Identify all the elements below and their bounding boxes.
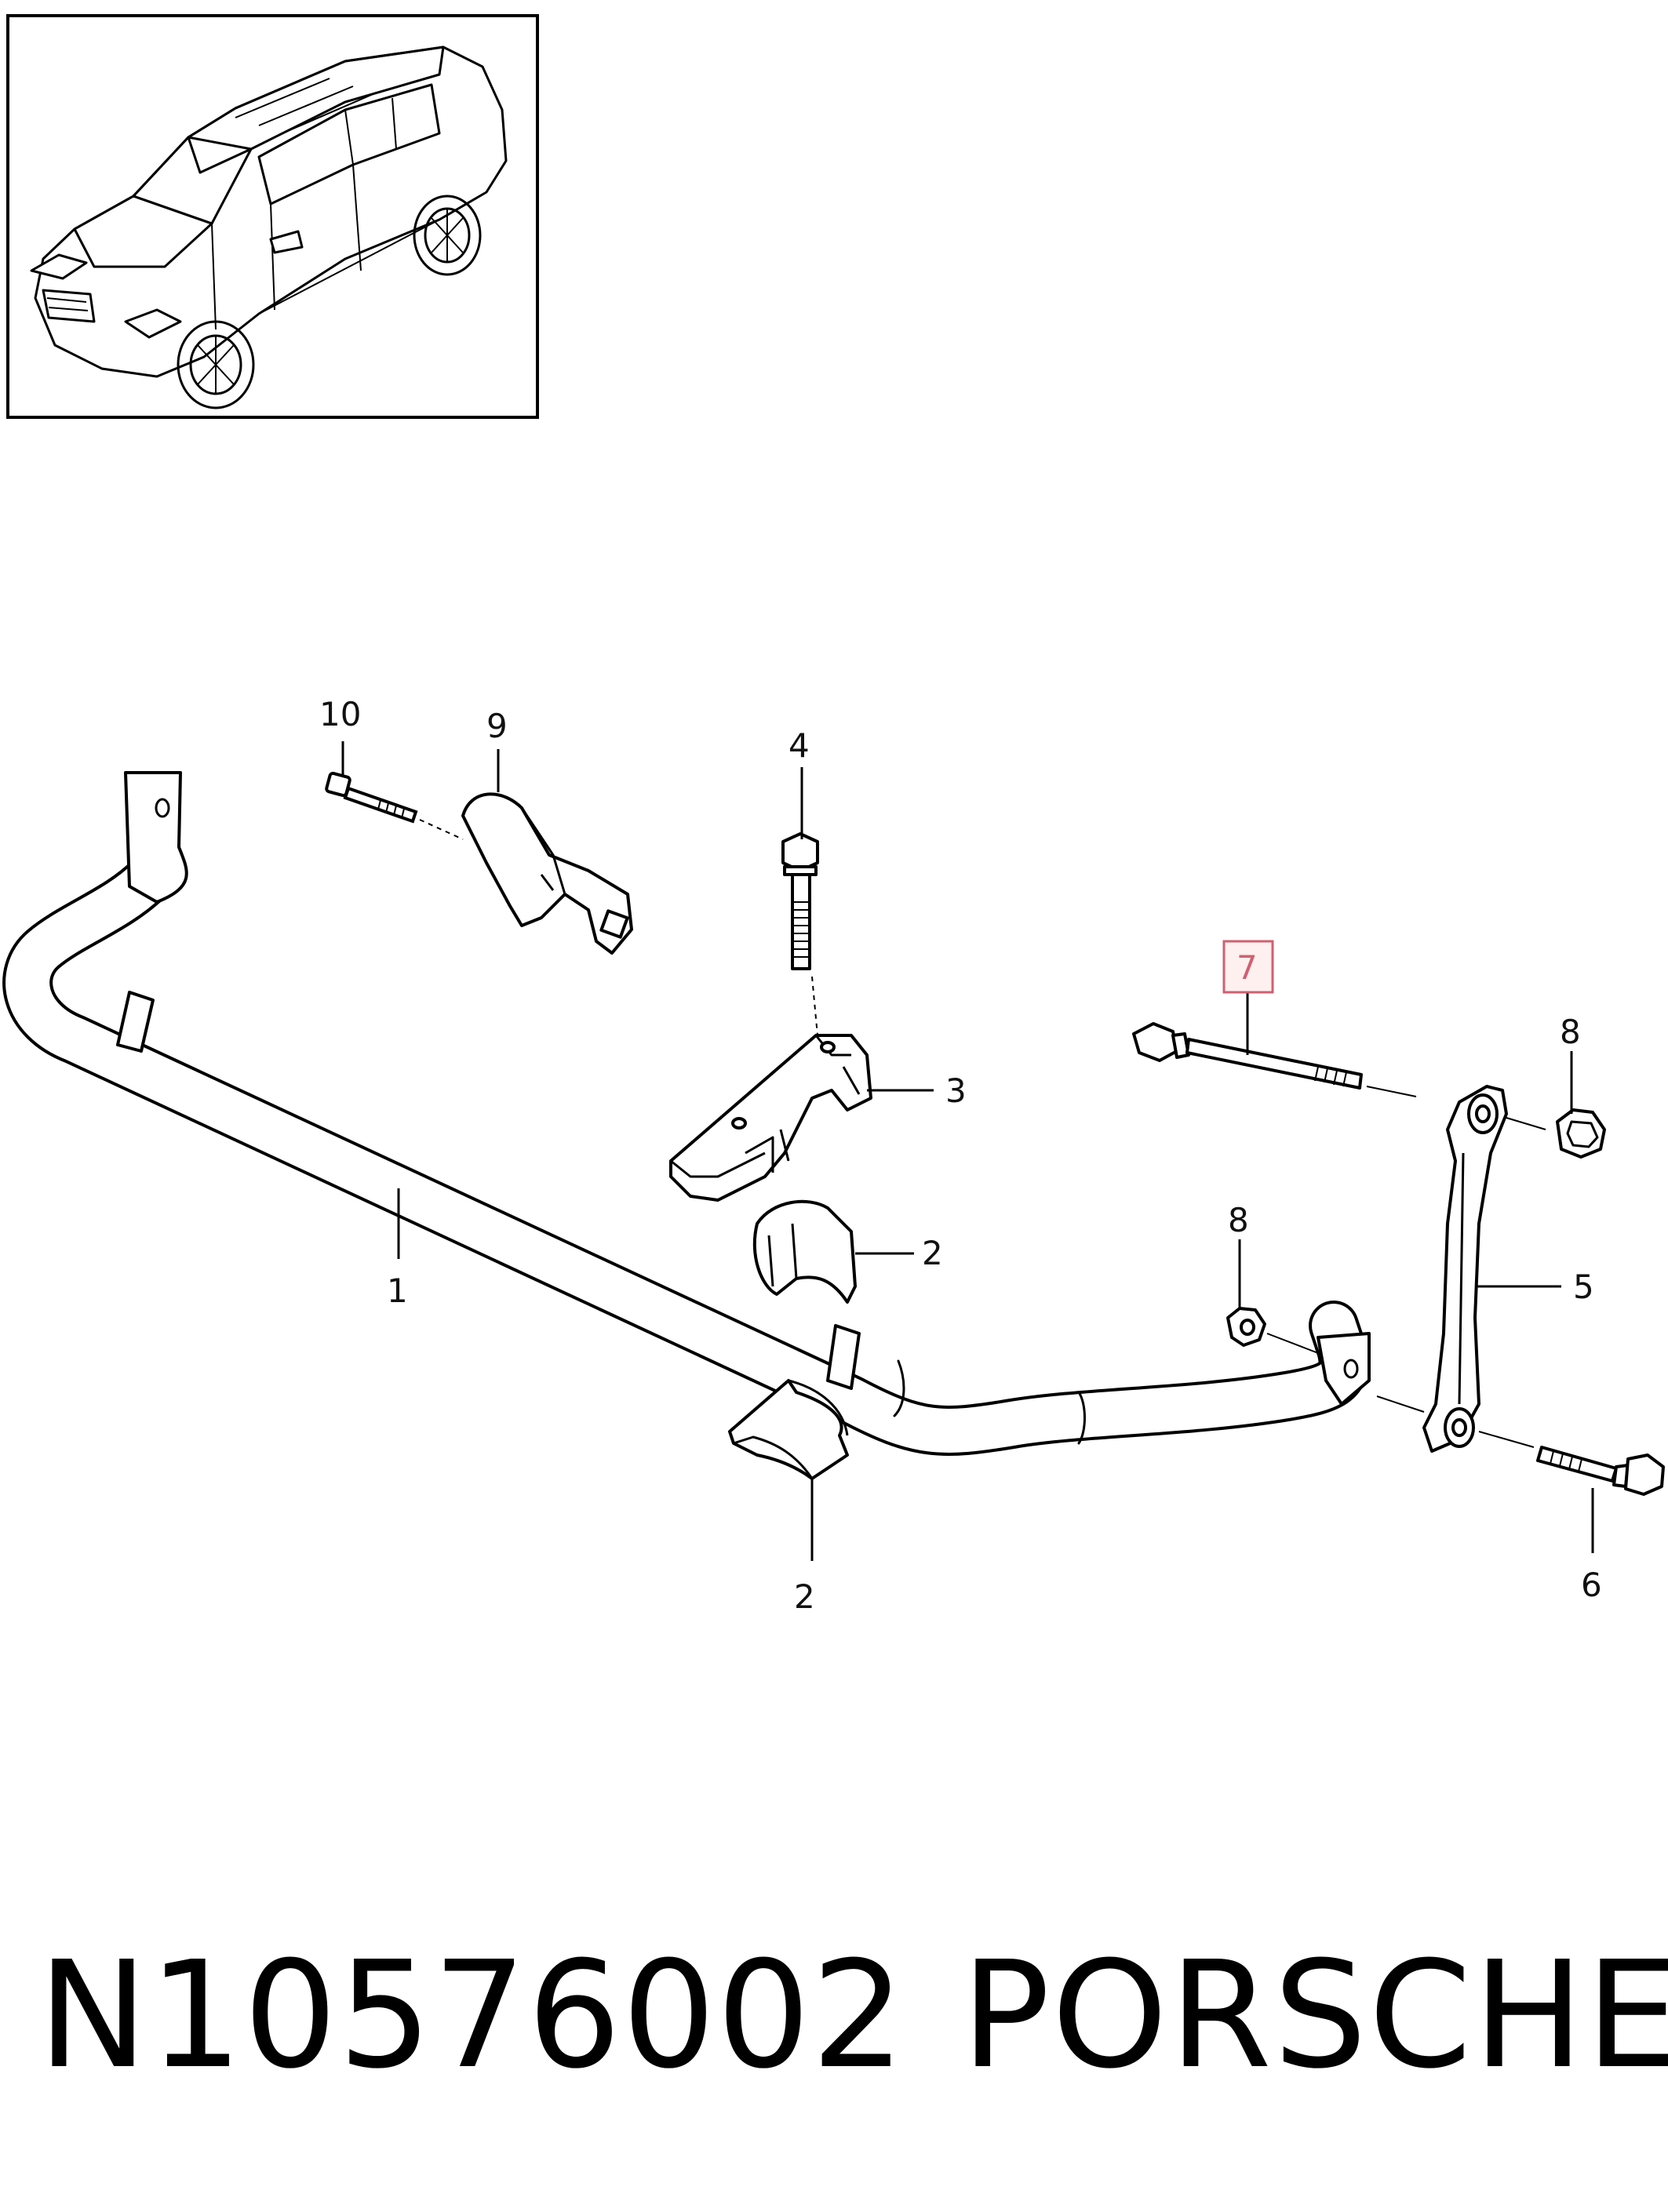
brand-name: PORSCHE (961, 1930, 1668, 2101)
callout-7: 7 (1236, 948, 1258, 987)
bolt-7 (1132, 1022, 1417, 1097)
footer-caption: N10576002 PORSCHE (0, 1926, 1668, 2106)
leader-lines (341, 741, 1594, 1561)
callout-8-lower: 8 (1228, 1201, 1249, 1239)
callout-8-upper: 8 (1560, 1013, 1581, 1051)
callout-2-lower: 2 (794, 1577, 815, 1616)
bolt-4 (781, 832, 819, 1036)
callout-7-highlight-box (1222, 940, 1274, 994)
callout-4: 4 (788, 726, 810, 765)
callout-5: 5 (1573, 1268, 1594, 1306)
callout-3: 3 (945, 1071, 967, 1110)
clamp-3 (669, 1034, 872, 1202)
part-number: N10576002 (38, 1930, 906, 2101)
bushing-2-upper (752, 1199, 857, 1304)
callout-1: 1 (387, 1272, 408, 1310)
callout-10: 10 (319, 695, 361, 733)
callout-6: 6 (1581, 1566, 1602, 1604)
callout-9: 9 (486, 707, 508, 745)
vehicle-thumbnail (6, 14, 539, 419)
callout-numbers: 1 2 2 3 4 5 6 7 8 8 9 10 (319, 695, 1602, 1616)
bracket-9 (461, 792, 633, 955)
nut-8-upper (1556, 1108, 1606, 1159)
bushing-2-lower (728, 1379, 849, 1480)
callout-2-upper: 2 (922, 1234, 943, 1272)
suv-illustration (30, 45, 508, 409)
stabilizer-bar (2, 771, 1371, 1456)
bolt-10 (325, 771, 464, 840)
nut-8-lower (1226, 1307, 1319, 1354)
stabilizer-link-5 (1376, 1085, 1546, 1453)
bolt-6 (1536, 1446, 1665, 1496)
